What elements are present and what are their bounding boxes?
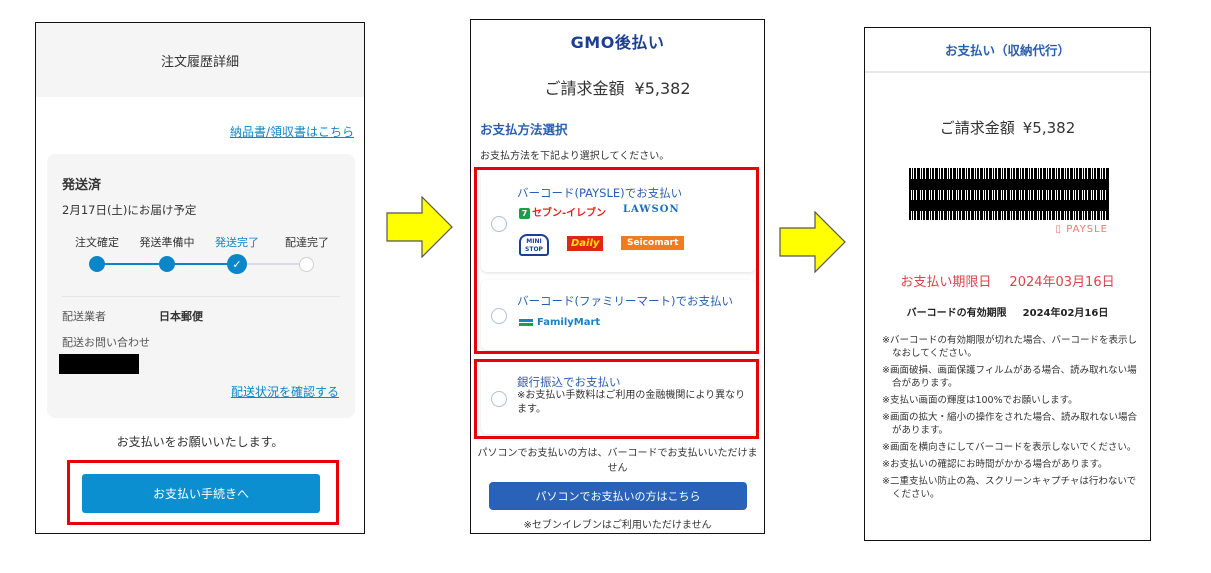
expiry-value: 2024年02月16日 bbox=[1022, 308, 1109, 319]
carrier-value: 日本郵便 bbox=[159, 310, 203, 323]
shipment-card: 発送済 2月17日(土)にお届け予定 注文確定 発送準備中 発送完了 配達完了 … bbox=[47, 154, 355, 418]
notes-list: ※バーコードの有効期限が切れた場合、バーコードを表示しなおしてください。 ※画面… bbox=[882, 334, 1140, 505]
note-item: ※画面破損、画面保護フィルムがある場合、読み取れない場合があります。 bbox=[882, 365, 1137, 389]
inquiry-label: 配送お問い合わせ bbox=[62, 336, 150, 349]
step-label-ordered: 注文確定 bbox=[75, 236, 119, 249]
pc-payment-note: パソコンでお支払いの方は、バーコードでお支払いいただけません bbox=[477, 448, 758, 474]
highlight-box bbox=[67, 460, 339, 525]
amount-label: ご請求金額 bbox=[544, 79, 625, 98]
order-history-detail-screen: 注文履歴詳細 納品書/領収書はこちら 発送済 2月17日(土)にお届け予定 注文… bbox=[35, 22, 365, 534]
radio-button[interactable] bbox=[491, 308, 507, 324]
note-item: ※お支払いの確認にお時間がかかる場合があります。 bbox=[882, 459, 1108, 470]
payment-deadline: お支払い期限日 2024年03月16日 bbox=[865, 271, 1150, 290]
payment-option-bank-transfer[interactable]: 銀行振込でお支払い ※お支払い手数料はご利用の金融機関により異なります。 bbox=[481, 364, 756, 434]
option-title: 銀行振込でお支払い bbox=[517, 375, 621, 389]
arrow-right-icon bbox=[779, 211, 846, 273]
redacted-tracking-number bbox=[59, 354, 139, 374]
payment-option-familymart[interactable]: バーコード(ファミリーマート)でお支払い FamilyMart bbox=[481, 280, 756, 350]
shipment-progress: 注文確定 発送準備中 発送完了 配達完了 ✓ bbox=[62, 234, 342, 274]
page-title: お支払い（収納代行） bbox=[865, 28, 1150, 73]
amount-value: ¥5,382 bbox=[634, 79, 691, 98]
lawson-logo: LAWSON bbox=[623, 204, 680, 215]
invoice-receipt-link[interactable]: 納品書/領収書はこちら bbox=[229, 125, 354, 139]
billing-amount: ご請求金額 ¥5,382 bbox=[865, 117, 1150, 138]
pc-payment-button[interactable]: パソコンでお支払いの方はこちら bbox=[489, 482, 747, 510]
step-label-shipped: 発送完了 bbox=[215, 236, 259, 249]
note-item: ※支払い画面の輝度は100%でお願いします。 bbox=[882, 395, 1078, 406]
step-dot-done bbox=[89, 256, 105, 272]
note-item: ※画面を横向きにしてバーコードを表示しないでください。 bbox=[882, 442, 1137, 453]
arrow-right-icon bbox=[386, 196, 453, 258]
section-description: お支払方法を下記より選択してください。 bbox=[480, 151, 670, 162]
expiry-label: バーコードの有効期限 bbox=[906, 308, 1007, 319]
carrier-label: 配送業者 bbox=[62, 310, 106, 323]
deadline-label: お支払い期限日 bbox=[900, 275, 992, 290]
option-note: ※お支払い手数料はご利用の金融機関により異なります。 bbox=[517, 390, 746, 415]
step-label-delivered: 配達完了 bbox=[285, 236, 329, 249]
note-item: ※二重支払い防止の為、スクリーンキャプチャは行わないでください。 bbox=[882, 476, 1137, 500]
option-title: バーコード(PAYSLE)でお支払い bbox=[517, 186, 683, 200]
option-title: バーコード(ファミリーマート)でお支払い bbox=[517, 294, 733, 308]
amount-value: ¥5,382 bbox=[1022, 119, 1076, 137]
delivery-eta: 2月17日(土)にお届け予定 bbox=[62, 203, 197, 217]
barcode-expiry: バーコードの有効期限 2024年02月16日 bbox=[865, 304, 1150, 319]
page-title: 注文履歴詳細 bbox=[36, 23, 364, 97]
check-icon: ✓ bbox=[227, 254, 247, 274]
divider bbox=[62, 296, 340, 297]
pc-payment-subnote: ※セブンイレブンはご利用いただけません bbox=[523, 520, 712, 531]
section-title: お支払方法選択 bbox=[480, 122, 568, 137]
radio-button[interactable] bbox=[491, 391, 507, 407]
step-dot-done bbox=[159, 256, 175, 272]
highlight-box-bank bbox=[474, 359, 759, 439]
billing-amount: ご請求金額 ¥5,382 bbox=[471, 75, 764, 99]
note-item: ※画面の拡大・縮小の操作をされた場合、読み取れない場合があります。 bbox=[882, 412, 1137, 436]
gmo-logo: GMO後払い bbox=[570, 33, 665, 52]
track-shipment-link[interactable]: 配送状況を確認する bbox=[230, 385, 339, 399]
paysle-logo: ▯ PAYSLE bbox=[1055, 224, 1108, 235]
barcode-payment-screen: お支払い（収納代行） ご請求金額 ¥5,382 ▯ PAYSLE お支払い期限日 2… bbox=[864, 27, 1151, 541]
step-label-preparing: 発送準備中 bbox=[139, 236, 195, 249]
familymart-logo: FamilyMart bbox=[519, 317, 600, 328]
ministop-logo: MINI STOP bbox=[519, 234, 549, 256]
highlight-box-barcode bbox=[474, 167, 759, 354]
barcode-image bbox=[909, 168, 1109, 220]
radio-button[interactable] bbox=[491, 216, 507, 232]
proceed-to-payment-button[interactable]: お支払い手続きへ bbox=[82, 474, 320, 513]
progress-line-pending bbox=[237, 263, 307, 265]
seicomart-logo: Seicomart bbox=[621, 236, 685, 250]
amount-label: ご請求金額 bbox=[939, 119, 1015, 137]
payment-method-screen: GMO後払い ご請求金額 ¥5,382 お支払方法選択 お支払方法を下記より選択し… bbox=[470, 19, 765, 534]
shipment-status: 発送済 bbox=[62, 178, 102, 193]
step-dot-pending bbox=[299, 257, 314, 272]
deadline-value: 2024年03月16日 bbox=[1009, 275, 1115, 290]
daily-yamazaki-logo: Daily bbox=[567, 236, 604, 251]
payment-request-text: お支払いをお願いいたします。 bbox=[116, 435, 284, 449]
note-item: ※バーコードの有効期限が切れた場合、バーコードを表示しなおしてください。 bbox=[882, 335, 1137, 359]
